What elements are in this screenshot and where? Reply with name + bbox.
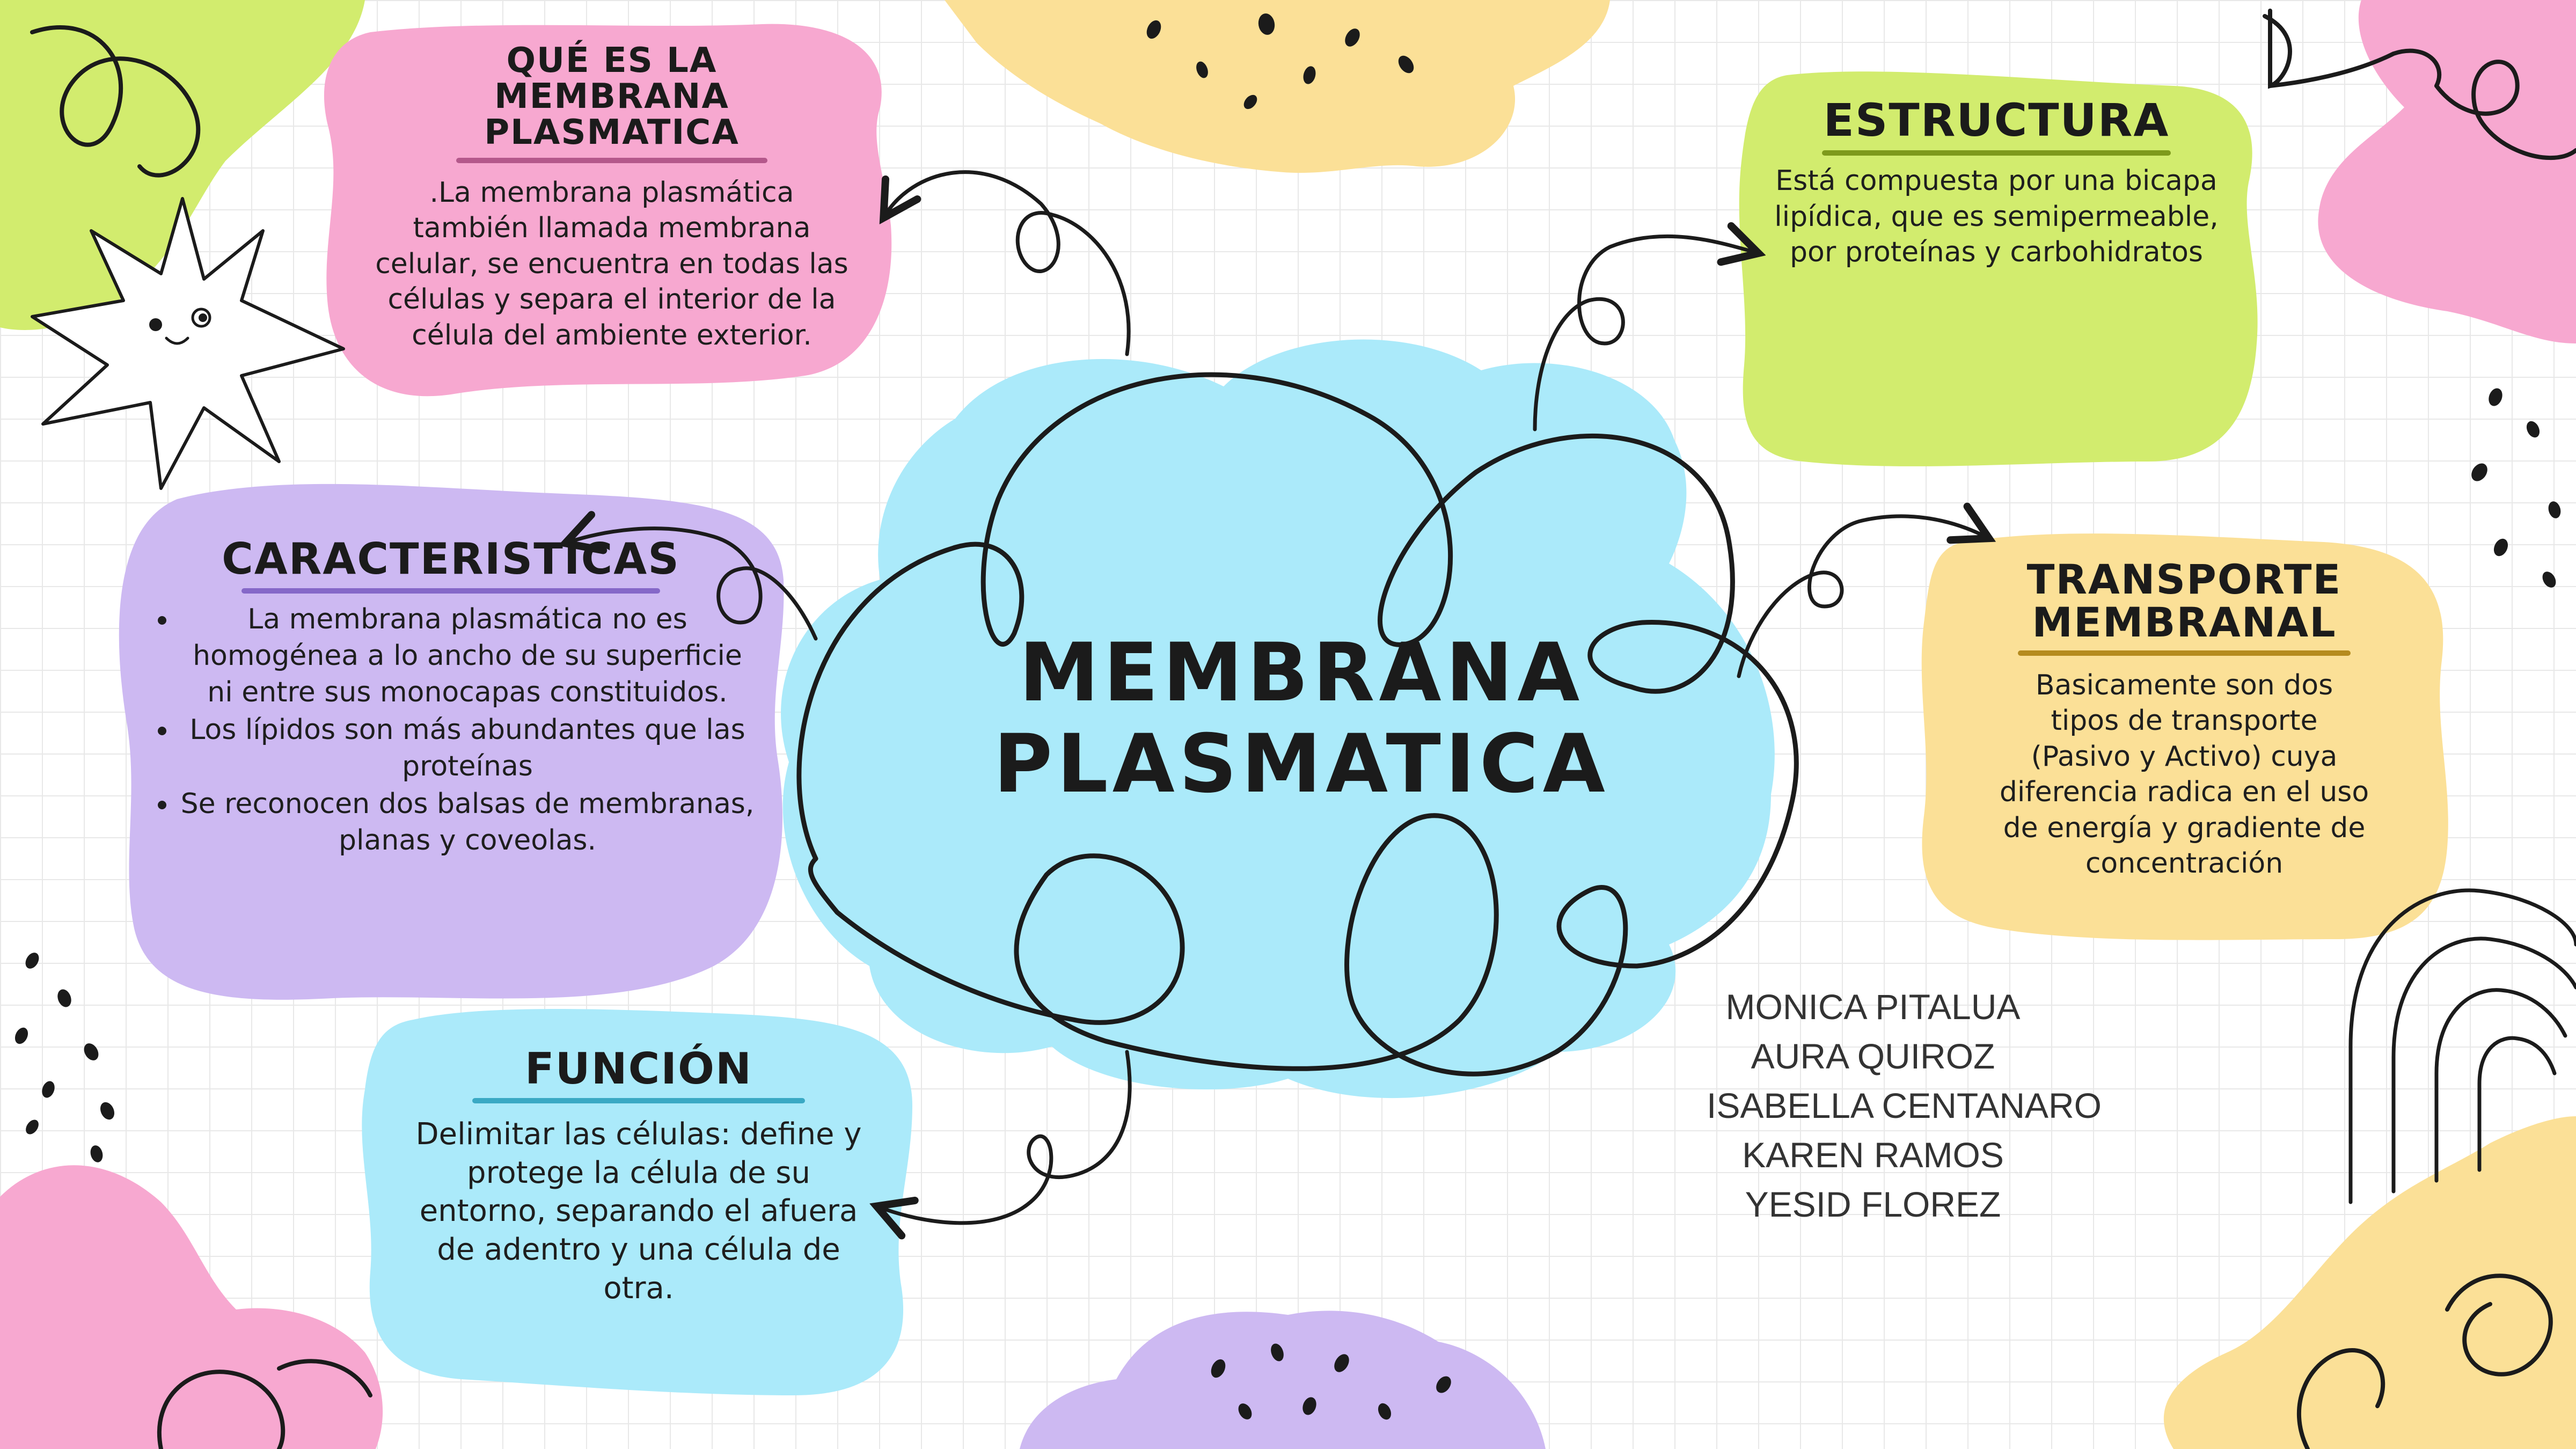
author-name: KAREN RAMOS (1742, 1135, 2004, 1175)
que-es-title-line-1: QUÉ ES LA (506, 41, 718, 80)
pink-left-bottom-blob (0, 1165, 383, 1449)
estructura-text-line: lipídica, que es semipermeable, (1774, 200, 2219, 233)
transporte-text-line: diferencia radica en el uso (1999, 776, 2369, 809)
estructura-node: ESTRUCTURA Está compuesta por una bicapa… (1755, 97, 2238, 270)
que-es-text-line: célula del ambiente exterior. (412, 319, 812, 352)
estructura-text-line: Está compuesta por una bicapa (1775, 165, 2218, 197)
transporte-text-line: tipos de transporte (2051, 705, 2318, 737)
transporte-text-line: de energía y gradiente de (2003, 811, 2366, 844)
caracteristicas-item: La membrana plasmática no es homogénea a… (178, 601, 757, 711)
confetti-dots (14, 13, 2561, 1420)
que-es-text-line: células y separa el interior de la (387, 283, 836, 316)
scribble-doodles (30, 9, 2576, 1449)
transporte-text-line: (Pasivo y Activo) cuya (2031, 740, 2338, 773)
authors-list: MONICA PITALUA AURA QUIROZ ISABELLA CENT… (1707, 982, 2102, 1229)
transporte-text-line: concentración (2085, 847, 2284, 880)
connector-funcion (880, 1050, 1132, 1223)
funcion-text: Delimitar las células: define y protege … (376, 1115, 902, 1307)
connector-estructura (1533, 236, 1755, 431)
que-es-title: QUÉ ES LA MEMBRANA PLASMATICA (343, 41, 880, 153)
yellow-top-blob (945, 0, 1610, 173)
funcion-text-line: protege la célula de su (467, 1155, 810, 1190)
caracteristicas-node: CARACTERISTICAS La membrana plasmática n… (145, 537, 757, 860)
author-name: ISABELLA CENTANARO (1707, 1086, 2102, 1125)
central-title-line-1: MEMBRANA (1019, 626, 1584, 720)
transporte-node: TRANSPORTE MEMBRANAL Basicamente son dos… (1937, 558, 2431, 882)
caracteristicas-card-bg (119, 484, 784, 1000)
purple-bottom-blob (1020, 1311, 1546, 1449)
funcion-text-line: de adentro y una célula de (437, 1232, 840, 1268)
caracteristicas-list: La membrana plasmática no es homogénea a… (145, 601, 757, 859)
que-es-text-line: también llamada membrana (413, 212, 811, 245)
estructura-title-underline (1822, 150, 2171, 156)
transporte-title: TRANSPORTE MEMBRANAL (1937, 558, 2431, 644)
estructura-card-bg (1739, 71, 2258, 466)
connector-que-es (885, 170, 1131, 356)
central-scribble-loops (796, 372, 1799, 1077)
funcion-title: FUNCIÓN (525, 1044, 752, 1094)
connector-caracteristicas (569, 529, 818, 641)
funcion-title-underline (472, 1098, 805, 1103)
caracteristicas-item: Se reconocen dos balsas de membranas, pl… (178, 786, 757, 859)
author-name: MONICA PITALUA (1725, 987, 2021, 1027)
que-es-title-line-3: PLASMATICA (484, 113, 740, 153)
estructura-title: ESTRUCTURA (1823, 94, 2170, 147)
que-es-node: QUÉ ES LA MEMBRANA PLASMATICA .La membra… (343, 41, 880, 354)
connector-transporte (1737, 516, 1986, 678)
transporte-title-underline (2018, 650, 2351, 656)
funcion-node: FUNCIÓN Delimitar las células: define y … (376, 1046, 902, 1307)
central-cloud (781, 339, 1775, 1099)
central-title: MEMBRANA PLASMATICA (912, 626, 1690, 811)
estructura-text-line: por proteínas y carbohidratos (1790, 236, 2203, 269)
que-es-text-line: .La membrana plasmática (429, 176, 794, 209)
caracteristicas-item: Los lípidos son más abundantes que las p… (178, 712, 757, 785)
yellow-right-blob (2163, 1116, 2576, 1449)
funcion-text-line: otra. (603, 1270, 674, 1306)
caracteristicas-title: CARACTERISTICAS (222, 534, 680, 584)
central-title-line-2: PLASMATICA (993, 717, 1609, 811)
transporte-title-line-2: MEMBRANAL (2032, 598, 2337, 646)
funcion-card-bg (362, 1009, 912, 1395)
transporte-text: Basicamente son dos tipos de transporte … (1937, 668, 2431, 882)
transporte-text-line: Basicamente son dos (2035, 669, 2333, 701)
que-es-title-underline (456, 157, 767, 163)
transporte-title-line-1: TRANSPORTE (2026, 555, 2342, 603)
pink-right-blob (2318, 0, 2576, 343)
rainbow-doodle (2348, 888, 2576, 1204)
estructura-text: Está compuesta por una bicapa lipídica, … (1755, 163, 2238, 270)
caracteristicas-title-underline (241, 588, 660, 594)
funcion-text-line: entorno, separando el afuera (419, 1194, 858, 1229)
transporte-card-bg (1921, 533, 2448, 940)
funcion-text-line: Delimitar las células: define y (415, 1117, 862, 1152)
star-doodle (31, 197, 345, 490)
que-es-card-bg (324, 24, 892, 397)
que-es-text-line: celular, se encuentra en todas las (375, 247, 848, 280)
author-name: AURA QUIROZ (1751, 1036, 1995, 1076)
que-es-title-line-2: MEMBRANA (494, 77, 729, 117)
author-name: YESID FLOREZ (1745, 1184, 2001, 1224)
que-es-text: .La membrana plasmática también llamada … (343, 175, 880, 354)
